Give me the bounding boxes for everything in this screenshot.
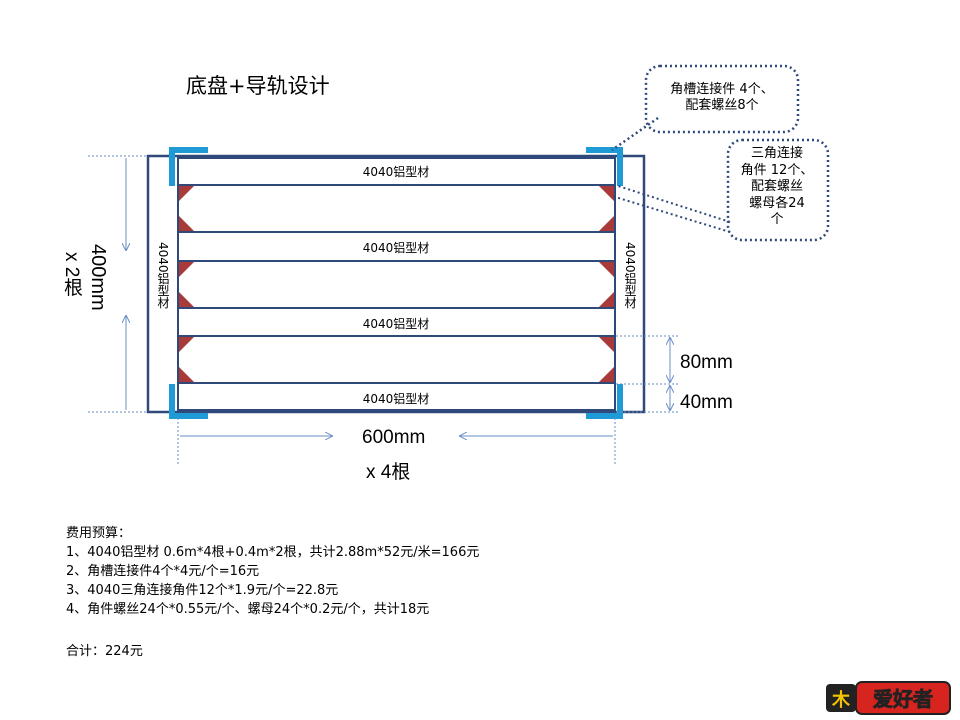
svg-text:爱好者: 爱好者	[873, 687, 933, 711]
horizontal-profile	[177, 307, 616, 337]
profile-label: 4040铝型材	[362, 392, 430, 406]
gap-dimension: 80mm	[680, 352, 733, 373]
corner-bracket-callout-text: 角槽连接件 4个、 配套螺丝8个	[670, 82, 774, 113]
triangle-bracket	[179, 337, 194, 352]
corner-bracket	[586, 147, 623, 186]
horizontal-profile	[177, 231, 616, 262]
budget-total: 合计：224元	[66, 644, 143, 659]
triangle-bracket	[179, 367, 194, 382]
triangle-bracket-callout	[726, 138, 830, 242]
triangle-bracket	[599, 337, 614, 352]
budget-item: 2、角槽连接件4个*4元/个=16元	[66, 564, 260, 579]
left-profile-label: 4040铝型材	[156, 242, 170, 309]
horizontal-profile	[177, 382, 616, 411]
triangle-bracket	[599, 216, 614, 231]
outer-frame	[146, 154, 646, 414]
corner-bracket	[169, 384, 208, 419]
triangle-bracket	[599, 186, 614, 201]
profile-label: 4040铝型材	[362, 241, 430, 255]
corner-bracket	[169, 147, 208, 186]
triangle-bracket	[599, 367, 614, 382]
width-dimension: 600mm	[362, 427, 426, 448]
budget-item: 1、4040铝型材 0.6m*4根+0.4m*2根，共计2.88m*52元/米=…	[66, 545, 480, 560]
budget-item: 3、4040三角连接角件12个*1.9元/个=22.8元	[66, 583, 339, 598]
budget-item: 4、角件螺丝24个*0.55元/个、螺母24个*0.2元/个，共计18元	[66, 602, 430, 617]
triangle-bracket	[599, 262, 614, 277]
profile-size-dimension: 40mm	[680, 392, 733, 413]
corner-bracket	[586, 384, 623, 419]
triangle-bracket	[179, 186, 194, 201]
triangle-bracket	[179, 292, 194, 307]
triangle-bracket-callout-text: 三角连接 角件 12个、 配套螺丝 螺母各24 个	[740, 146, 814, 227]
profile-label: 4040铝型材	[362, 165, 430, 179]
height-dimension: 400mm	[87, 244, 109, 311]
triangle-bracket	[179, 262, 194, 277]
brand-logo: 木 爱好者	[826, 678, 952, 716]
triangle-bracket	[179, 216, 194, 231]
profile-label: 4040铝型材	[362, 317, 430, 331]
horizontal-profile	[177, 157, 616, 186]
width-quantity: x 4根	[366, 462, 411, 483]
budget-heading: 费用预算：	[66, 526, 132, 541]
triangle-bracket	[599, 292, 614, 307]
budget-section: 费用预算： 1、4040铝型材 0.6m*4根+0.4m*2根，共计2.88m*…	[66, 524, 479, 619]
right-profile-label: 4040铝型材	[623, 242, 637, 309]
svg-text:木: 木	[831, 689, 851, 711]
height-quantity: x 2根	[61, 252, 82, 297]
corner-bracket-callout	[644, 64, 800, 134]
page-title: 底盘+导轨设计	[186, 74, 330, 98]
